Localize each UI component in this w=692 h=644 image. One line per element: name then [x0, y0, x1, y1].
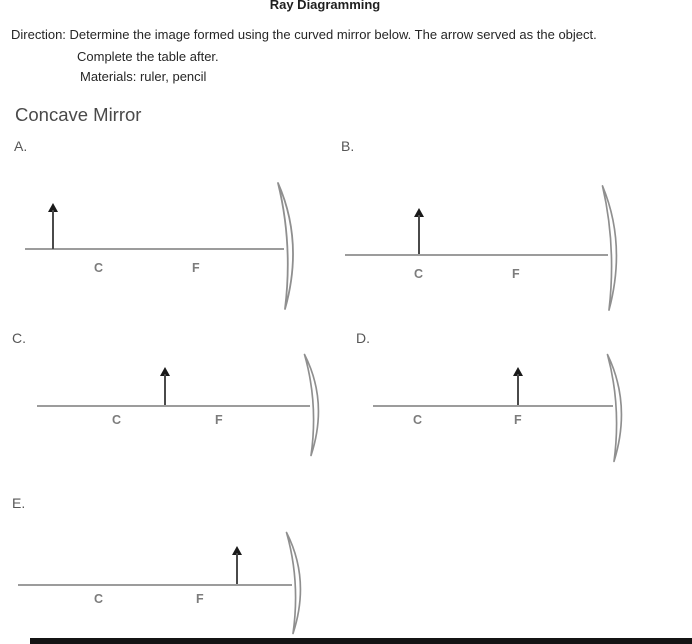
principal-axis-line — [25, 248, 284, 250]
center-of-curvature-label: C — [94, 592, 104, 606]
concave-mirror-icon — [606, 353, 623, 463]
center-of-curvature-label: C — [112, 413, 122, 427]
principal-axis-line — [373, 405, 613, 407]
arrow-head-icon — [232, 546, 242, 555]
diagram-d: D. C F — [345, 325, 692, 490]
diagram-d-label: D. — [356, 330, 370, 346]
arrow-head-icon — [48, 203, 58, 212]
concave-mirror-icon — [277, 182, 294, 310]
diagram-e: E. C F — [0, 490, 345, 640]
section-heading: Concave Mirror — [15, 104, 142, 125]
object-arrow — [232, 546, 242, 584]
focal-point-label: F — [192, 261, 200, 275]
arrow-stem — [418, 215, 420, 254]
diagram-b-label: B. — [341, 138, 355, 154]
concave-mirror-icon — [303, 353, 320, 457]
center-of-curvature-label: C — [413, 413, 423, 427]
principal-axis-line — [18, 584, 292, 586]
object-arrow — [48, 203, 58, 249]
diagram-c: C. C F — [0, 325, 345, 490]
diagram-e-label: E. — [12, 495, 26, 511]
arrow-stem — [517, 374, 519, 405]
scan-artifact-bar — [30, 638, 692, 644]
concave-mirror-icon — [601, 185, 618, 311]
arrow-head-icon — [513, 367, 523, 376]
focal-point-label: F — [514, 413, 522, 427]
diagram-c-label: C. — [12, 330, 26, 346]
principal-axis-line — [345, 254, 608, 256]
object-arrow — [160, 367, 170, 405]
arrow-stem — [52, 210, 54, 249]
diagram-a: A. C F — [0, 135, 330, 325]
direction-line-1: Direction: Determine the image formed us… — [11, 27, 597, 42]
diagram-b: B. C F — [330, 135, 692, 325]
focal-point-label: F — [215, 413, 223, 427]
object-arrow — [513, 367, 523, 405]
concave-mirror-icon — [285, 531, 302, 635]
direction-line-3: Materials: ruler, pencil — [80, 69, 207, 84]
direction-line-2: Complete the table after. — [77, 49, 219, 64]
diagram-a-label: A. — [14, 138, 28, 154]
center-of-curvature-label: C — [414, 267, 424, 281]
center-of-curvature-label: C — [94, 261, 104, 275]
page-title: Ray Diagramming — [269, 0, 381, 12]
focal-point-label: F — [512, 267, 520, 281]
arrow-stem — [164, 374, 166, 405]
object-arrow — [414, 208, 424, 254]
arrow-stem — [236, 553, 238, 584]
arrow-head-icon — [414, 208, 424, 217]
principal-axis-line — [37, 405, 310, 407]
arrow-head-icon — [160, 367, 170, 376]
focal-point-label: F — [196, 592, 204, 606]
